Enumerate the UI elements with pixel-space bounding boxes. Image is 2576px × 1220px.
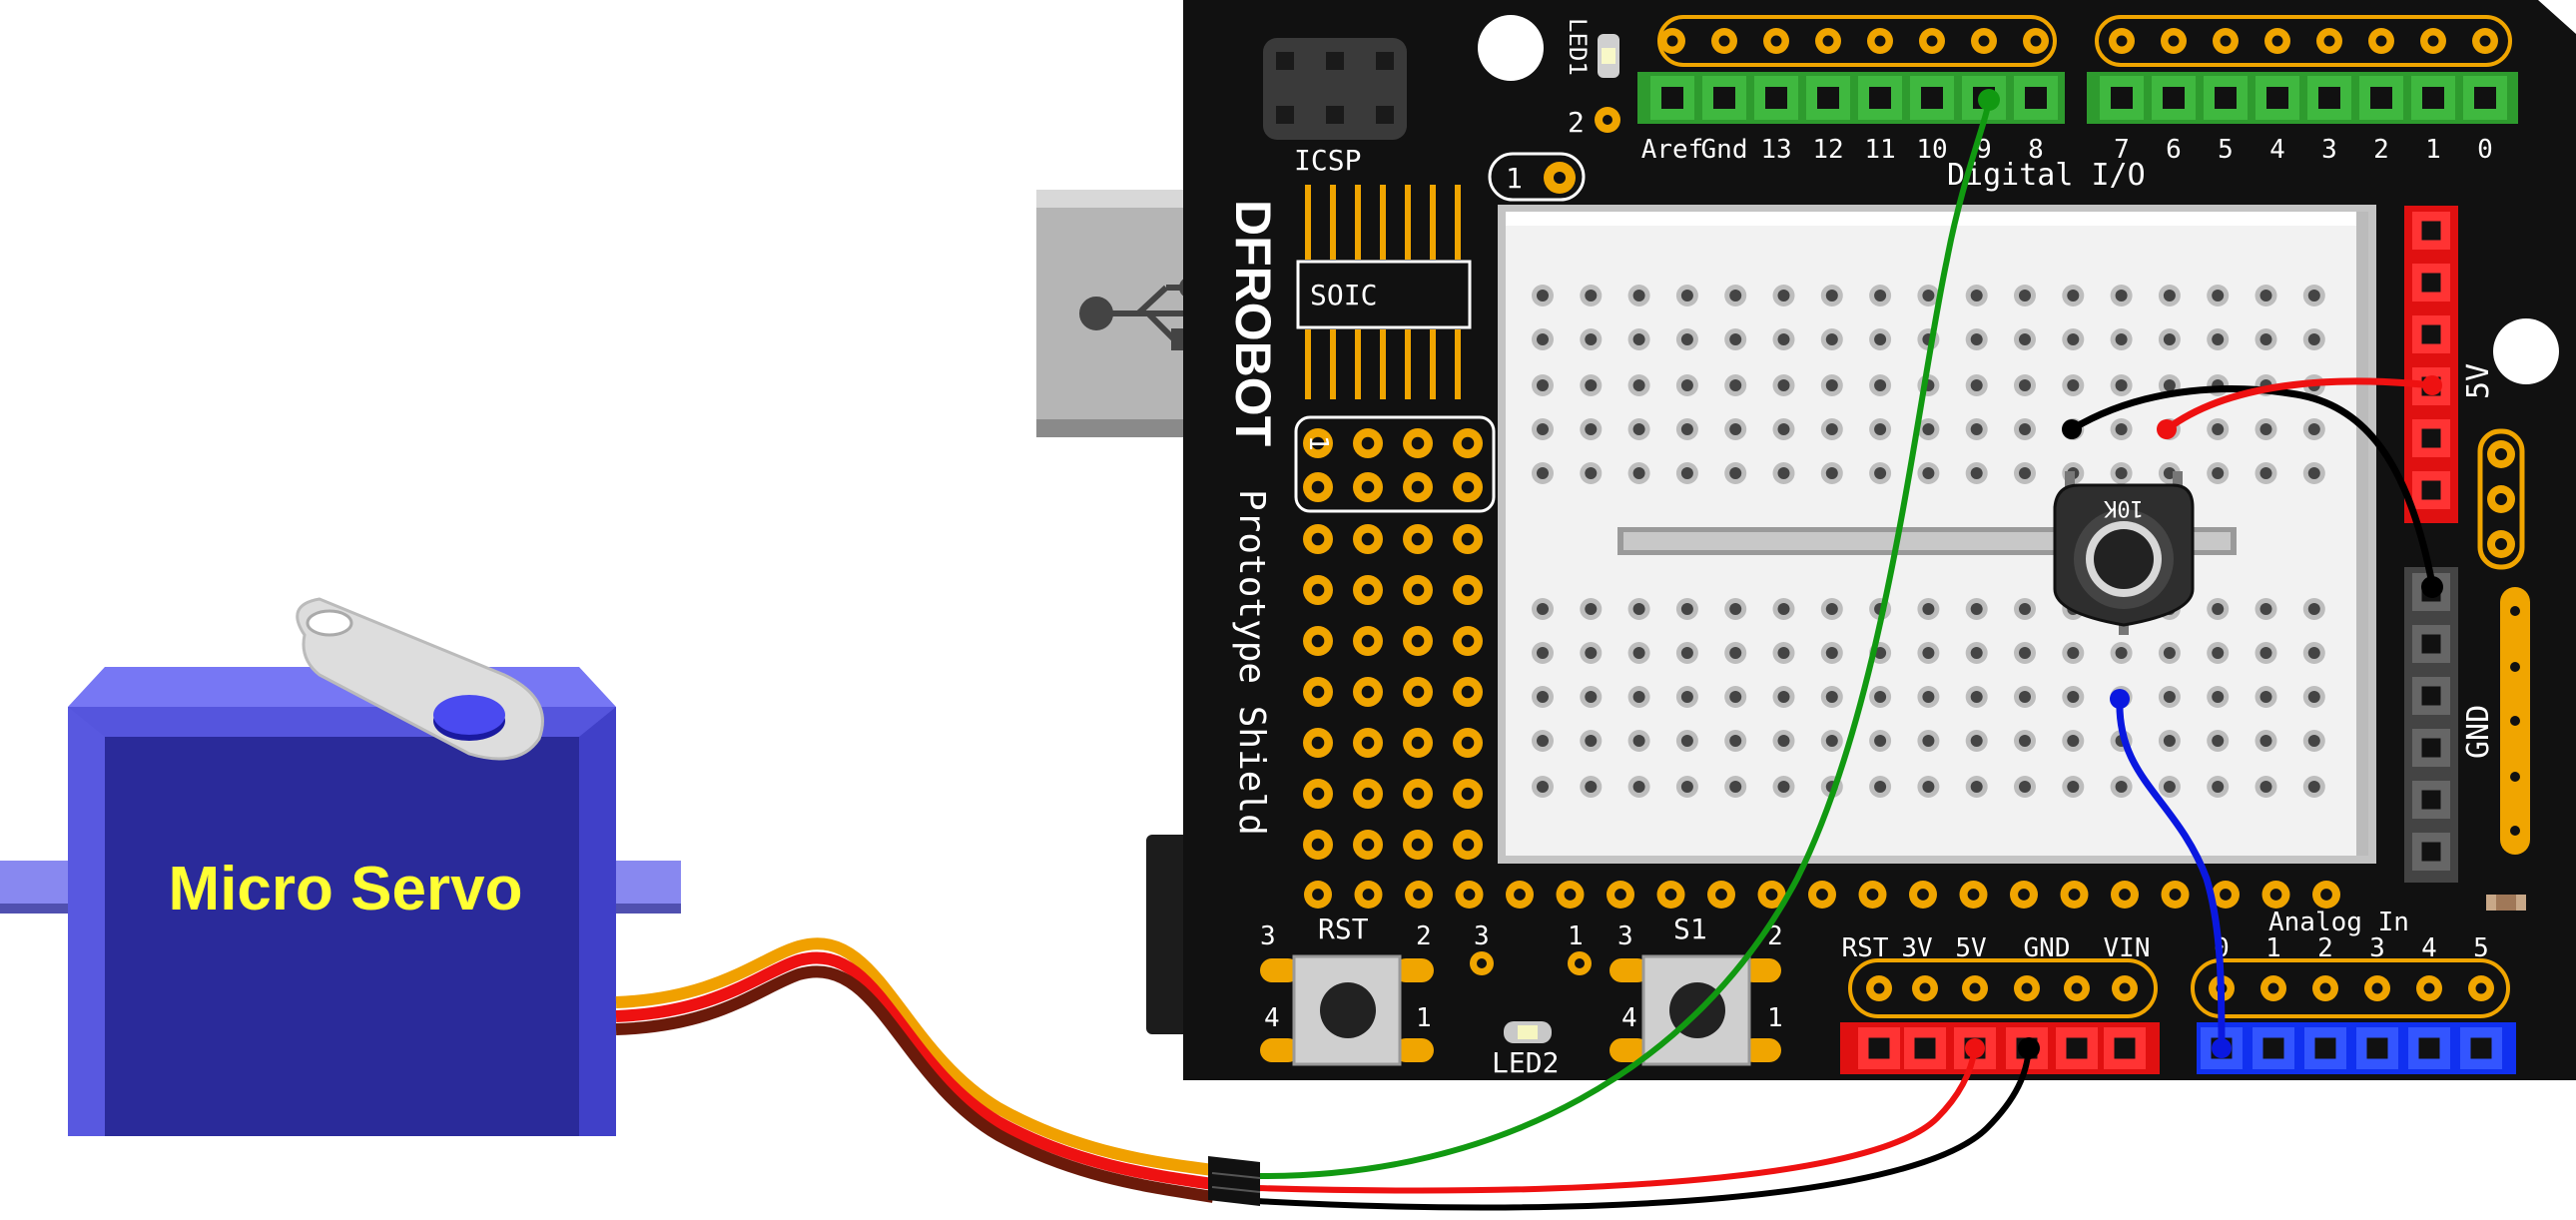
wire-servo-signal [1254, 97, 1992, 1180]
analog-in-title: Analog In [2268, 908, 2409, 937]
5v-label: 5V [2461, 363, 2496, 399]
digital-header-pads [1657, 15, 2512, 67]
analog-header [2197, 1022, 2516, 1074]
bottom-pad-row [1304, 881, 2340, 909]
digital-pin-label: 8 [2028, 135, 2044, 165]
s1-pin-label: 1 [1767, 1003, 1783, 1033]
s1-button-label: S1 [1673, 913, 1707, 945]
mounting-hole [1478, 15, 1544, 81]
analog-pin-label: 2 [2317, 933, 2333, 963]
mounting-hole [2493, 318, 2559, 384]
digital-pin-label: Gnd [1701, 135, 1748, 165]
servo-connector [1208, 1156, 1261, 1206]
gnd-label: GND [2461, 705, 2496, 759]
digital-pin-label: Aref [1641, 135, 1704, 165]
analog-pin-label: 5 [2473, 933, 2489, 963]
digital-pin-label: 4 [2269, 135, 2285, 165]
digital-pin-label: 7 [2114, 135, 2130, 165]
arduino-shield: ICSP SOIC DFROBOT Prototype Shield LED1 … [1036, 0, 2576, 1080]
wire-servo-gnd [1254, 1045, 2032, 1211]
power-header [1840, 1022, 2160, 1074]
prototype-pad-grid [1303, 218, 1574, 860]
digital-pin-label: 3 [2321, 135, 2337, 165]
micro-servo: Micro Servo [0, 597, 1261, 1206]
between-pin-label: 1 [1568, 921, 1584, 951]
s1-pin-label: 3 [1617, 921, 1633, 951]
soic-pin1-label: 1 [1303, 435, 1333, 451]
wire-servo-5v [1254, 1045, 1978, 1194]
wire-pot-a0 [2116, 695, 2226, 1052]
s1-pin-label: 4 [1621, 1003, 1637, 1033]
rst-button-label: RST [1318, 913, 1369, 945]
digital-pin-label: 2 [2373, 135, 2389, 165]
servo-label: Micro Servo [169, 855, 523, 923]
pot-value-label: 10K [2103, 495, 2143, 520]
servo-horn [296, 597, 544, 761]
digital-pin-label: 13 [1760, 135, 1791, 165]
5v-header [2404, 206, 2458, 523]
rst-pin-label: 2 [1416, 921, 1432, 951]
board-name: Prototype Shield [1231, 489, 1272, 836]
wire-breadboard-5v [2163, 377, 2436, 433]
digital-pin-label: 6 [2166, 135, 2182, 165]
analog-pin-label: 1 [2265, 933, 2281, 963]
breadboard-holes [1532, 285, 2325, 798]
between-pin-label: 3 [1474, 921, 1490, 951]
rst-pin-label: 4 [1264, 1003, 1280, 1033]
brand-logo: DFROBOT [1225, 200, 1281, 446]
digital-io-title: Digital I/O [1947, 158, 2146, 193]
led1-pin-num: 2 [1568, 106, 1585, 139]
icsp-header [1263, 38, 1407, 140]
digital-pin-label: 12 [1812, 135, 1843, 165]
rst-pin-label: 1 [1416, 1003, 1432, 1033]
rst-pin-label: 3 [1260, 921, 1276, 951]
digital-pin-label: 10 [1916, 135, 1947, 165]
wires [1254, 89, 2443, 1211]
led2-label: LED2 [1492, 1046, 1559, 1079]
soic-footprint [1305, 185, 1461, 399]
usb-connector [1036, 190, 1206, 437]
s1-pin-label: 2 [1767, 921, 1783, 951]
wire-breadboard-gnd [2068, 385, 2436, 588]
potentiometer-10k[interactable]: 10K [2053, 471, 2195, 635]
digital-pin-label: 11 [1864, 135, 1895, 165]
rst-button[interactable] [1260, 954, 1434, 1066]
digital-pin-label: 0 [2477, 135, 2493, 165]
power-header-pads [1866, 975, 2138, 1001]
gnd-header [2404, 567, 2458, 883]
led1-label: LED1 [1564, 18, 1592, 76]
digital-pin-label: 1 [2425, 135, 2441, 165]
servo-cable [615, 937, 1214, 1203]
analog-pin-label: 3 [2369, 933, 2385, 963]
analog-pin-label: 4 [2421, 933, 2437, 963]
icsp-label: ICSP [1294, 144, 1361, 177]
digital-pin-label: 5 [2218, 135, 2234, 165]
soic-label: SOIC [1310, 279, 1377, 311]
header1-num: 1 [1506, 162, 1523, 195]
analog-header-pads [2209, 975, 2494, 1001]
